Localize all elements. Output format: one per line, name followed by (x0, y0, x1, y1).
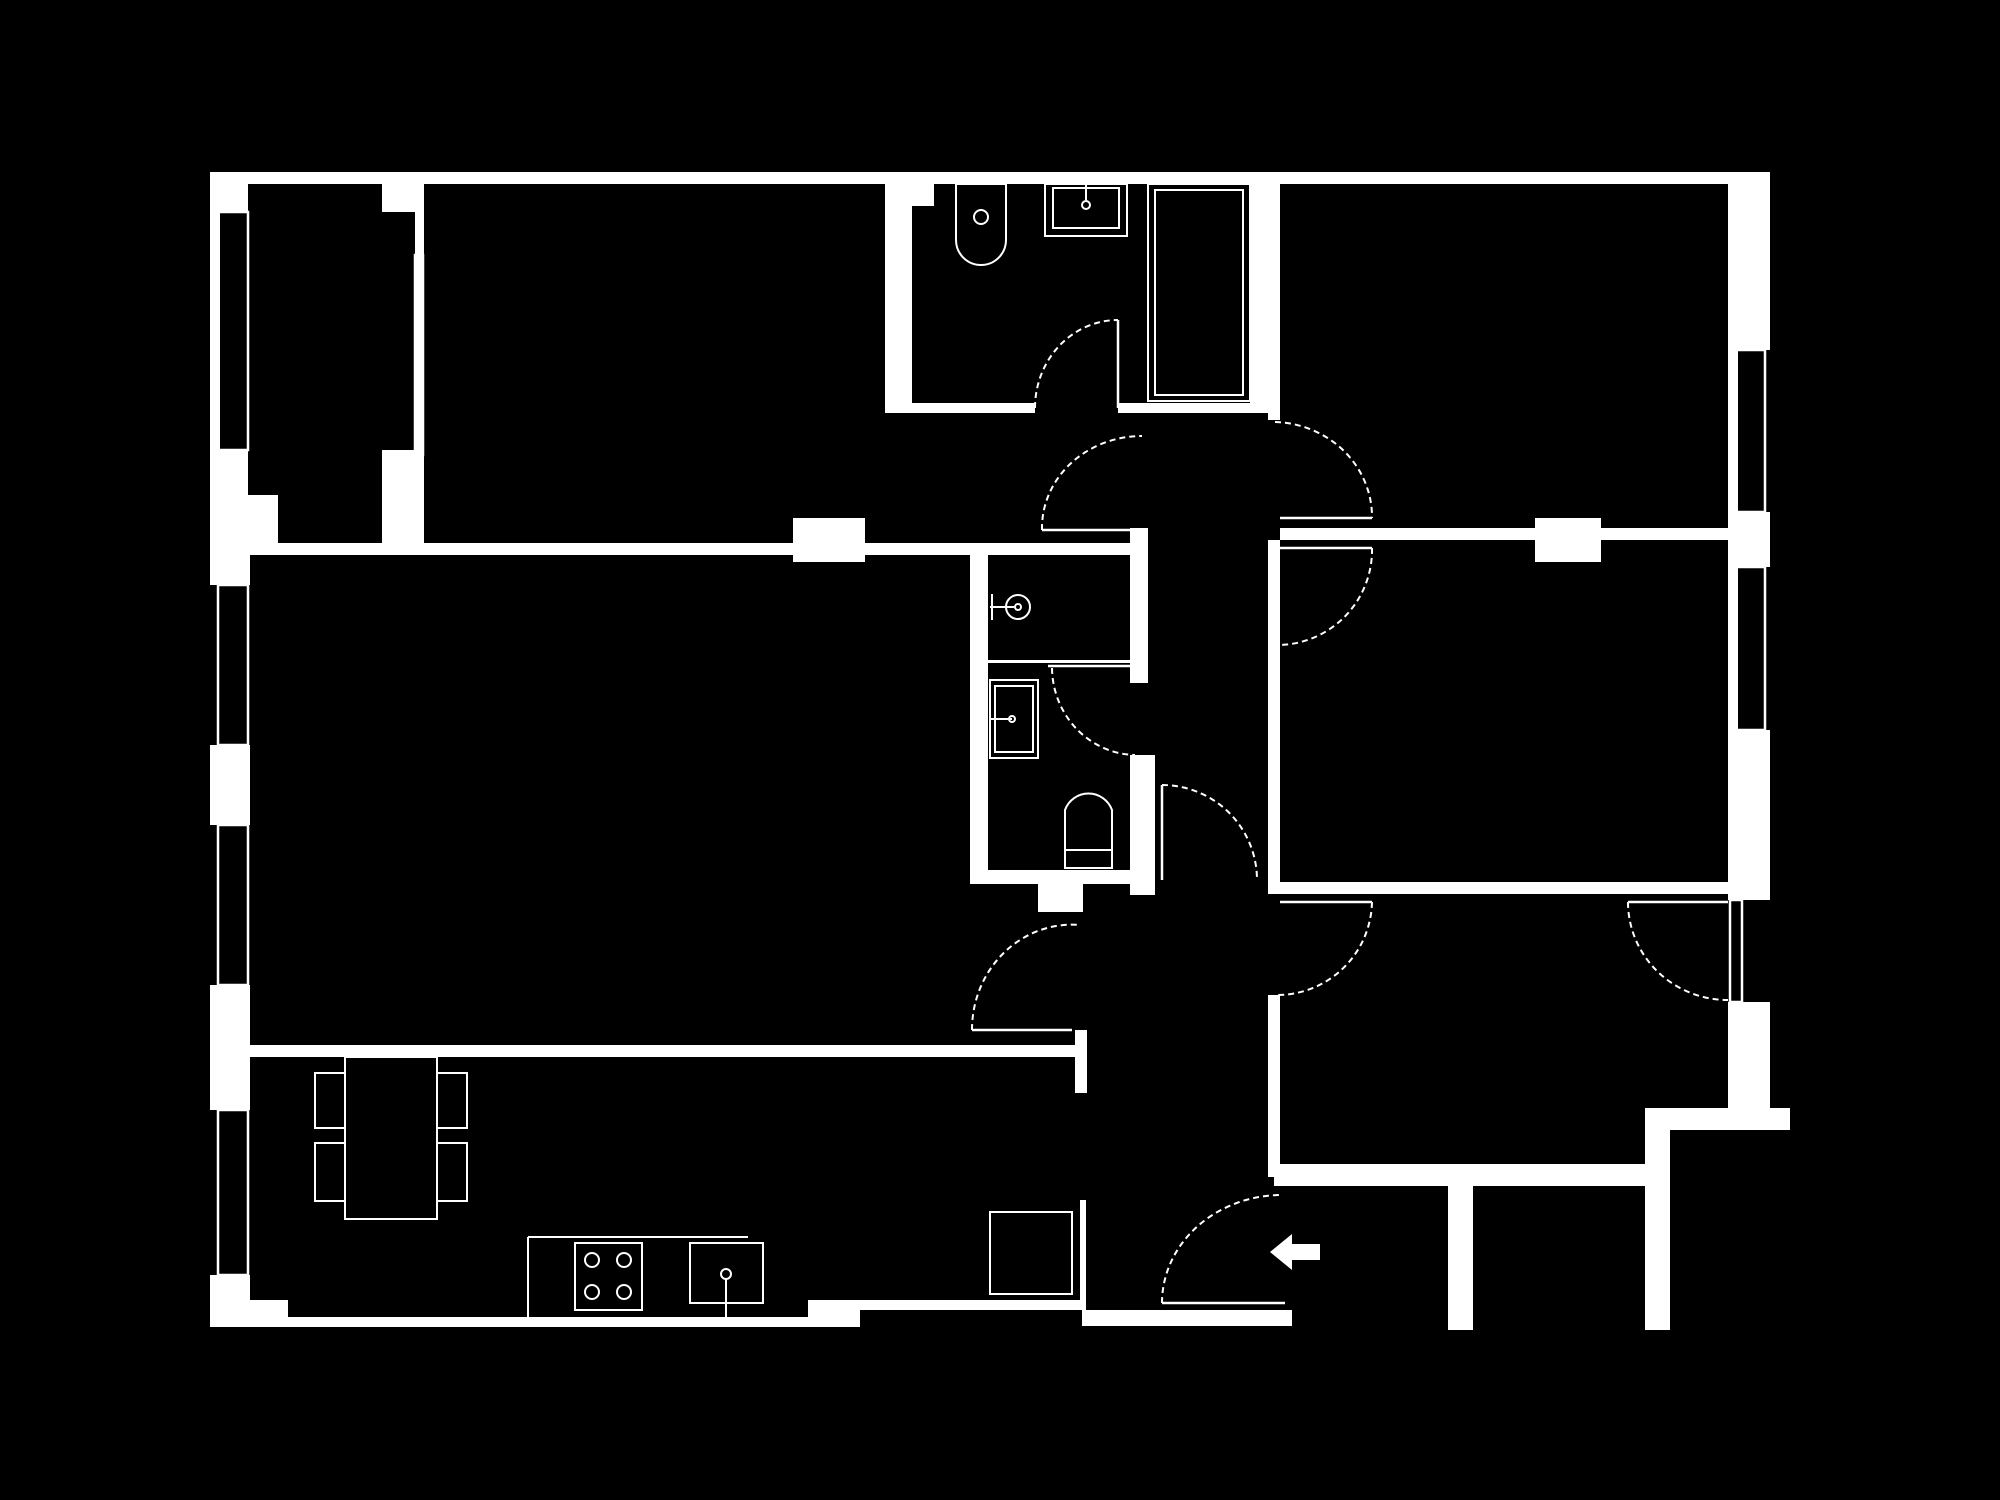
window-bay-bottom (276, 543, 384, 555)
bathroom-bottom-wall-right (1118, 403, 1268, 413)
exterior-wall-right-step-down (1645, 1108, 1670, 1330)
corridor-wall-upper-left (1130, 528, 1148, 683)
bedroom-1-left-wall-thin (415, 212, 424, 450)
sink-icon (989, 679, 1039, 759)
exterior-wall-bottom-3 (860, 1300, 1082, 1310)
bedroom-3-bottom-wall (1268, 882, 1728, 894)
bathroom-bottom-wall-left (885, 403, 1035, 413)
exterior-wall-left-bay-lower (210, 450, 248, 495)
sink-icon (689, 1242, 764, 1317)
bedroom-4-bottom-wall (1274, 1164, 1650, 1178)
window-bedroom-1 (413, 253, 425, 457)
window-bedroom-2 (1731, 348, 1767, 514)
living-room-right-stub (1075, 1030, 1087, 1093)
window-living-2 (216, 823, 250, 987)
cooktop-icon (574, 1242, 643, 1311)
door-bedroom-2 (1274, 421, 1374, 520)
window-bay-left (216, 210, 250, 452)
exterior-wall-left-top (210, 172, 248, 212)
exterior-wall-bottom-4 (1082, 1310, 1292, 1326)
bedroom-3-left-wall (1268, 650, 1280, 890)
window-living-1 (216, 583, 250, 747)
exterior-wall-top (210, 172, 1770, 184)
sink-icon (1044, 183, 1128, 237)
chair-icon (436, 1142, 468, 1202)
door-living-room (970, 923, 1081, 1032)
exterior-wall-left-bay-upper (210, 212, 220, 450)
exterior-wall-left-5 (210, 1300, 288, 1327)
fixtures (314, 183, 1251, 1317)
kitchen-counter (527, 1236, 748, 1317)
exterior-wall-right-mid-2 (1728, 730, 1770, 900)
bedroom-1-bottom-pillar (793, 518, 865, 562)
exterior-wall-left-2 (210, 745, 250, 825)
chair-icon (314, 1072, 346, 1129)
exterior-walls (210, 172, 1790, 1330)
wc-left-wall (970, 555, 988, 883)
chair-icon (314, 1142, 346, 1202)
dining-table-icon (344, 1056, 438, 1220)
door-bedroom-4 (1274, 900, 1373, 997)
door-wc-lower (1160, 784, 1258, 881)
door-bedroom-1 (1040, 435, 1143, 532)
exterior-wall-right-mid-1 (1728, 512, 1770, 567)
exterior-wall-left-3 (210, 985, 250, 1110)
window-kitchen (216, 1108, 250, 1277)
stub-wall-bottom-1 (1448, 1180, 1473, 1330)
window-bedroom-4 (1728, 898, 1744, 1004)
chair-icon (436, 1072, 468, 1129)
window-bedroom-3 (1731, 565, 1767, 732)
sink-icon (990, 594, 1031, 620)
wc-bottom-pillar (1038, 870, 1083, 912)
exterior-wall-left-bay-foot (210, 495, 278, 550)
exterior-wall-bottom-2 (808, 1300, 860, 1327)
door-bedroom-3 (1274, 546, 1374, 647)
washing-machine-icon (989, 1211, 1073, 1295)
wc-divider-wall (988, 660, 1130, 663)
bedroom-1-left-wall (382, 172, 424, 212)
toilet-icon (955, 183, 1007, 266)
bedroom-4-left-wall (1268, 995, 1280, 1177)
exterior-wall-bottom-1 (288, 1317, 808, 1327)
interior-walls (248, 172, 1738, 1310)
door-entrance (1161, 1194, 1285, 1305)
bedroom-1-bottom-wall (248, 543, 1148, 555)
door-wc-upper (1048, 664, 1136, 756)
exterior-wall-right-step (1645, 1108, 1790, 1130)
exterior-wall-right-top (1728, 172, 1770, 350)
toilet-icon (1064, 792, 1113, 869)
bedroom-2-bottom-wall (1280, 528, 1730, 540)
bathroom-left-wall (885, 180, 912, 413)
kitchen-right-stub (1080, 1200, 1086, 1310)
wc-right-wall-lower (1130, 755, 1155, 895)
corridor-wall-upper-right (1268, 540, 1280, 650)
exterior-wall-right-low (1728, 1002, 1770, 1112)
bedroom-2-left-wall (1268, 180, 1280, 420)
bedroom-1-left-wall-lower (382, 450, 424, 552)
door-bathroom (1034, 319, 1120, 409)
living-room-bottom-wall (248, 1045, 1083, 1057)
door-bedroom-4-balcony (1627, 900, 1729, 1001)
entrance-arrow-icon (1270, 1234, 1320, 1270)
bedroom-2-bottom-pillar (1535, 518, 1601, 562)
exterior-wall-left-1 (210, 550, 250, 585)
doors (970, 319, 1729, 1305)
windows (216, 210, 1767, 1277)
bathtub-icon (1147, 183, 1251, 402)
bathroom-left-stub (912, 184, 934, 206)
